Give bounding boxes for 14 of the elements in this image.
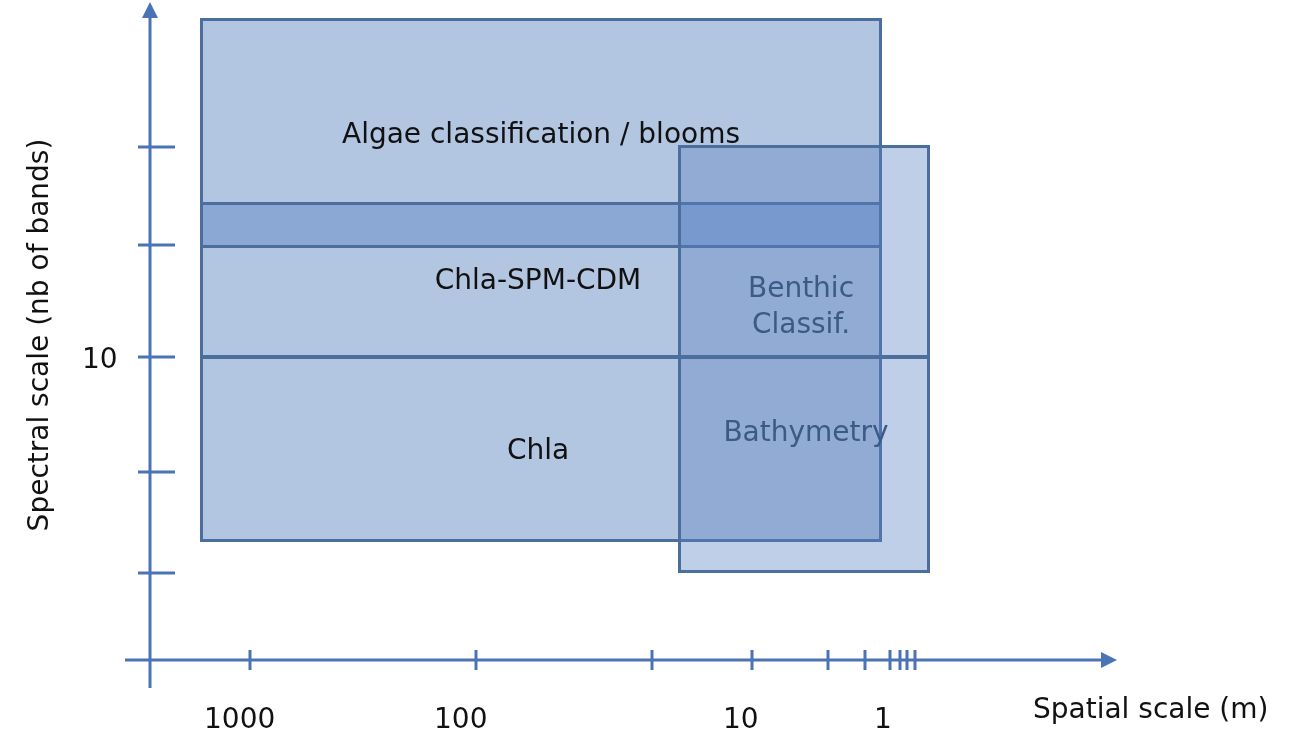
- region-label: Chla-SPM-CDM: [433, 263, 643, 296]
- region-label: Benthic Classif.: [746, 270, 856, 343]
- region-box: [678, 145, 930, 358]
- axis-title: Spectral scale (nb of bands): [21, 138, 55, 532]
- tick-label: 10: [723, 702, 759, 735]
- region-box: [678, 356, 930, 573]
- region-label: Algae classification / blooms: [341, 117, 741, 150]
- shaded-band: [200, 202, 882, 248]
- tick-label: 10: [82, 342, 118, 375]
- axis-title: Spatial scale (m): [1033, 692, 1269, 725]
- region-label: Chla: [505, 433, 571, 466]
- tick-label: 1000: [204, 702, 276, 735]
- tick-label: 1: [874, 702, 892, 735]
- tick-label: 100: [434, 702, 488, 735]
